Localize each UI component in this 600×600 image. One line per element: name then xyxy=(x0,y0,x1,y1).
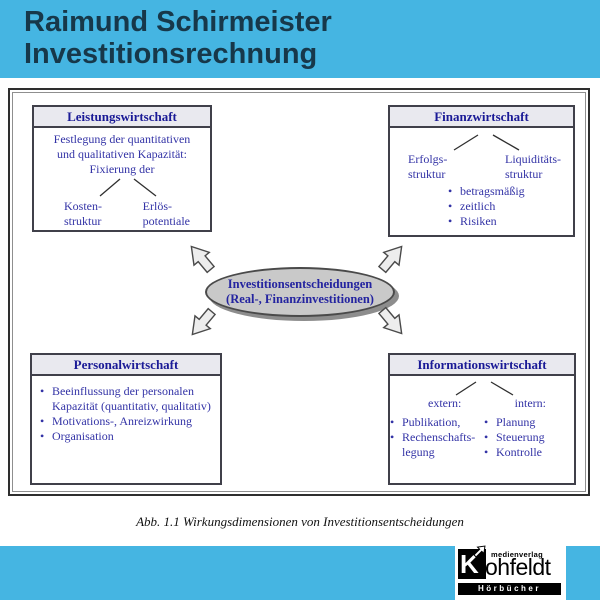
box-finanzwirtschaft: Finanzwirtschaft Erfolgs- struktur Liqui… xyxy=(388,105,575,237)
personal-bullet-list: Beeinflussung der personalen Kapazität (… xyxy=(40,384,220,444)
personal-bullet: Beeinflussung der personalen Kapazität (… xyxy=(40,384,216,414)
box-title-leistungswirtschaft: Leistungswirtschaft xyxy=(34,107,210,128)
finanz-bullet: betragsmäßig xyxy=(448,184,573,199)
figure-caption: Abb. 1.1 Wirkungsdimensionen von Investi… xyxy=(136,514,464,529)
finanz-labels: Erfolgs- struktur Liquiditäts- struktur xyxy=(390,152,573,182)
information-intern-bullet: Kontrolle xyxy=(484,445,560,460)
ellipse-line-2: (Real-, Finanzinvestitionen) xyxy=(226,292,374,306)
logo-k-square: K xyxy=(458,549,486,579)
information-left-label: extern: xyxy=(428,396,462,410)
box-personalwirtschaft: Personalwirtschaft Beeinflussung der per… xyxy=(30,353,222,485)
logo-name-rest: ohfeldt xyxy=(485,554,551,580)
leistung-labels: Kosten- struktur Erlös- potentiale xyxy=(34,199,210,229)
box-title-informationswirtschaft: Informationswirtschaft xyxy=(390,355,574,376)
information-columns: Publikation, Rechenschafts-legung Planun… xyxy=(390,413,574,460)
information-connector-lines xyxy=(455,381,514,396)
box-leistungswirtschaft: Leistungswirtschaft Festlegung der quant… xyxy=(32,105,212,232)
information-intern-bullet: Planung xyxy=(484,415,560,430)
leistung-intro: Festlegung der quantitativen und qualita… xyxy=(34,132,210,177)
leistung-intro-line-1: Festlegung der quantitativen xyxy=(53,132,191,146)
logo-tagline-bottom: Hörbücher xyxy=(458,583,561,595)
radiating-arrows xyxy=(190,245,403,336)
publisher-logo: K medienverlag ohfeldt Hörbücher xyxy=(455,543,566,600)
top-banner: Raimund Schirmeister Investitionsrechnun… xyxy=(0,0,600,78)
box-informationswirtschaft: Informationswirtschaft extern: intern: P… xyxy=(388,353,576,485)
leistung-left-label: Kosten- struktur xyxy=(64,199,102,228)
information-extern-bullet: Rechenschafts-legung xyxy=(390,430,484,460)
cover-title: Raimund Schirmeister Investitionsrechnun… xyxy=(24,6,332,70)
leistung-intro-line-3: Fixierung der xyxy=(89,162,155,176)
book-title: Investitionsrechnung xyxy=(24,38,318,70)
arrow-upper-left-icon xyxy=(190,245,216,274)
ellipse-line-1: Investitionsentscheidungen xyxy=(227,277,373,291)
personal-bullet: Motivations-, Anreizwirkung xyxy=(40,414,216,429)
arrow-lower-left-icon xyxy=(191,307,217,336)
leistung-connector-lines xyxy=(99,178,157,197)
finanz-bullet: Risiken xyxy=(448,214,573,229)
information-extern-list: Publikation, Rechenschafts-legung xyxy=(390,415,484,460)
information-right-label: intern: xyxy=(514,396,546,410)
information-labels: extern: intern: xyxy=(390,396,574,411)
information-intern-bullet: Steuerung xyxy=(484,430,560,445)
finanz-bullet: zeitlich xyxy=(448,199,573,214)
logo-tagline-top: medienverlag xyxy=(491,550,543,559)
box-title-finanzwirtschaft: Finanzwirtschaft xyxy=(390,107,573,128)
center-ellipse-investitionsentscheidungen: Investitionsentscheidungen (Real-, Finan… xyxy=(205,267,395,317)
arrow-lower-right-icon xyxy=(377,306,403,335)
finanz-connector-lines xyxy=(453,134,520,151)
finanz-right-label: Liquiditäts- struktur xyxy=(505,152,561,181)
information-intern-list: Planung Steuerung Kontrolle xyxy=(484,415,560,460)
author-name: Raimund Schirmeister xyxy=(24,6,332,38)
logo-k-letter: K xyxy=(460,549,479,579)
leistung-intro-line-2: und qualitativen Kapazität: xyxy=(57,147,187,161)
logo-arrow-icon xyxy=(473,545,486,558)
finanz-left-label: Erfolgs- struktur xyxy=(408,152,448,181)
finanz-bullet-list: betragsmäßig zeitlich Risiken xyxy=(448,184,573,229)
leistung-right-label: Erlös- potentiale xyxy=(142,199,190,228)
personal-bullet: Organisation xyxy=(40,429,216,444)
information-extern-bullet: Publikation, xyxy=(390,415,484,430)
arrow-upper-right-icon xyxy=(377,245,403,274)
box-title-personalwirtschaft: Personalwirtschaft xyxy=(32,355,220,376)
